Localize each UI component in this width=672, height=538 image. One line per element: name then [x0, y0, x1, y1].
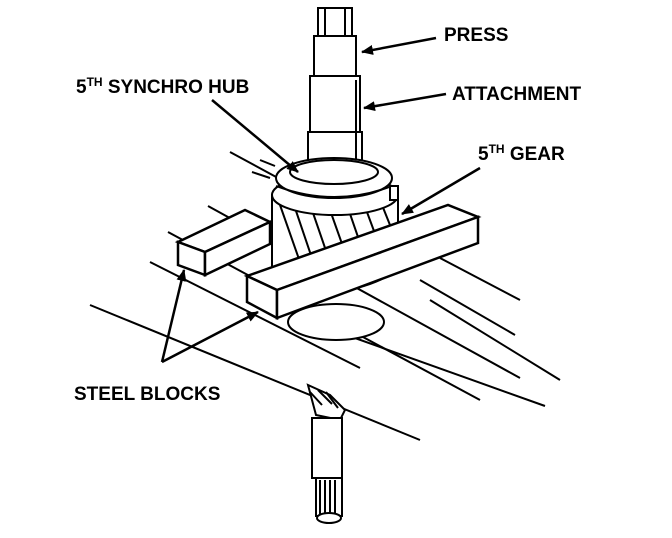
steel-block-right [243, 203, 482, 321]
gear-text: GEAR [505, 144, 565, 165]
steel-blocks-arrow-right [161, 310, 259, 364]
synchro-hub-arrow [211, 99, 299, 173]
leader-arrows [160, 36, 481, 364]
synchro-hub-label: 5TH SYNCHRO HUB [76, 75, 249, 98]
motion-lines [251, 159, 276, 179]
press-arrow [361, 36, 437, 55]
gear-arrow [401, 166, 481, 216]
synchro-hub-prefix: 5 [76, 77, 87, 98]
gear-sup: TH [489, 142, 505, 156]
gear-label: 5TH GEAR [478, 142, 565, 165]
attachment-label: ATTACHMENT [452, 84, 581, 105]
steel-blocks-arrow-left [160, 269, 187, 363]
synchro-hub-text: SYNCHRO HUB [103, 77, 250, 98]
press-label: PRESS [444, 25, 508, 46]
synchro-hub-sup: TH [87, 75, 103, 89]
gear-prefix: 5 [478, 144, 489, 165]
steel-blocks-label: STEEL BLOCKS [74, 384, 220, 405]
output-shaft [306, 383, 347, 524]
steel-block-left [174, 208, 273, 277]
press-ram [307, 7, 363, 173]
attachment-arrow [363, 92, 447, 112]
